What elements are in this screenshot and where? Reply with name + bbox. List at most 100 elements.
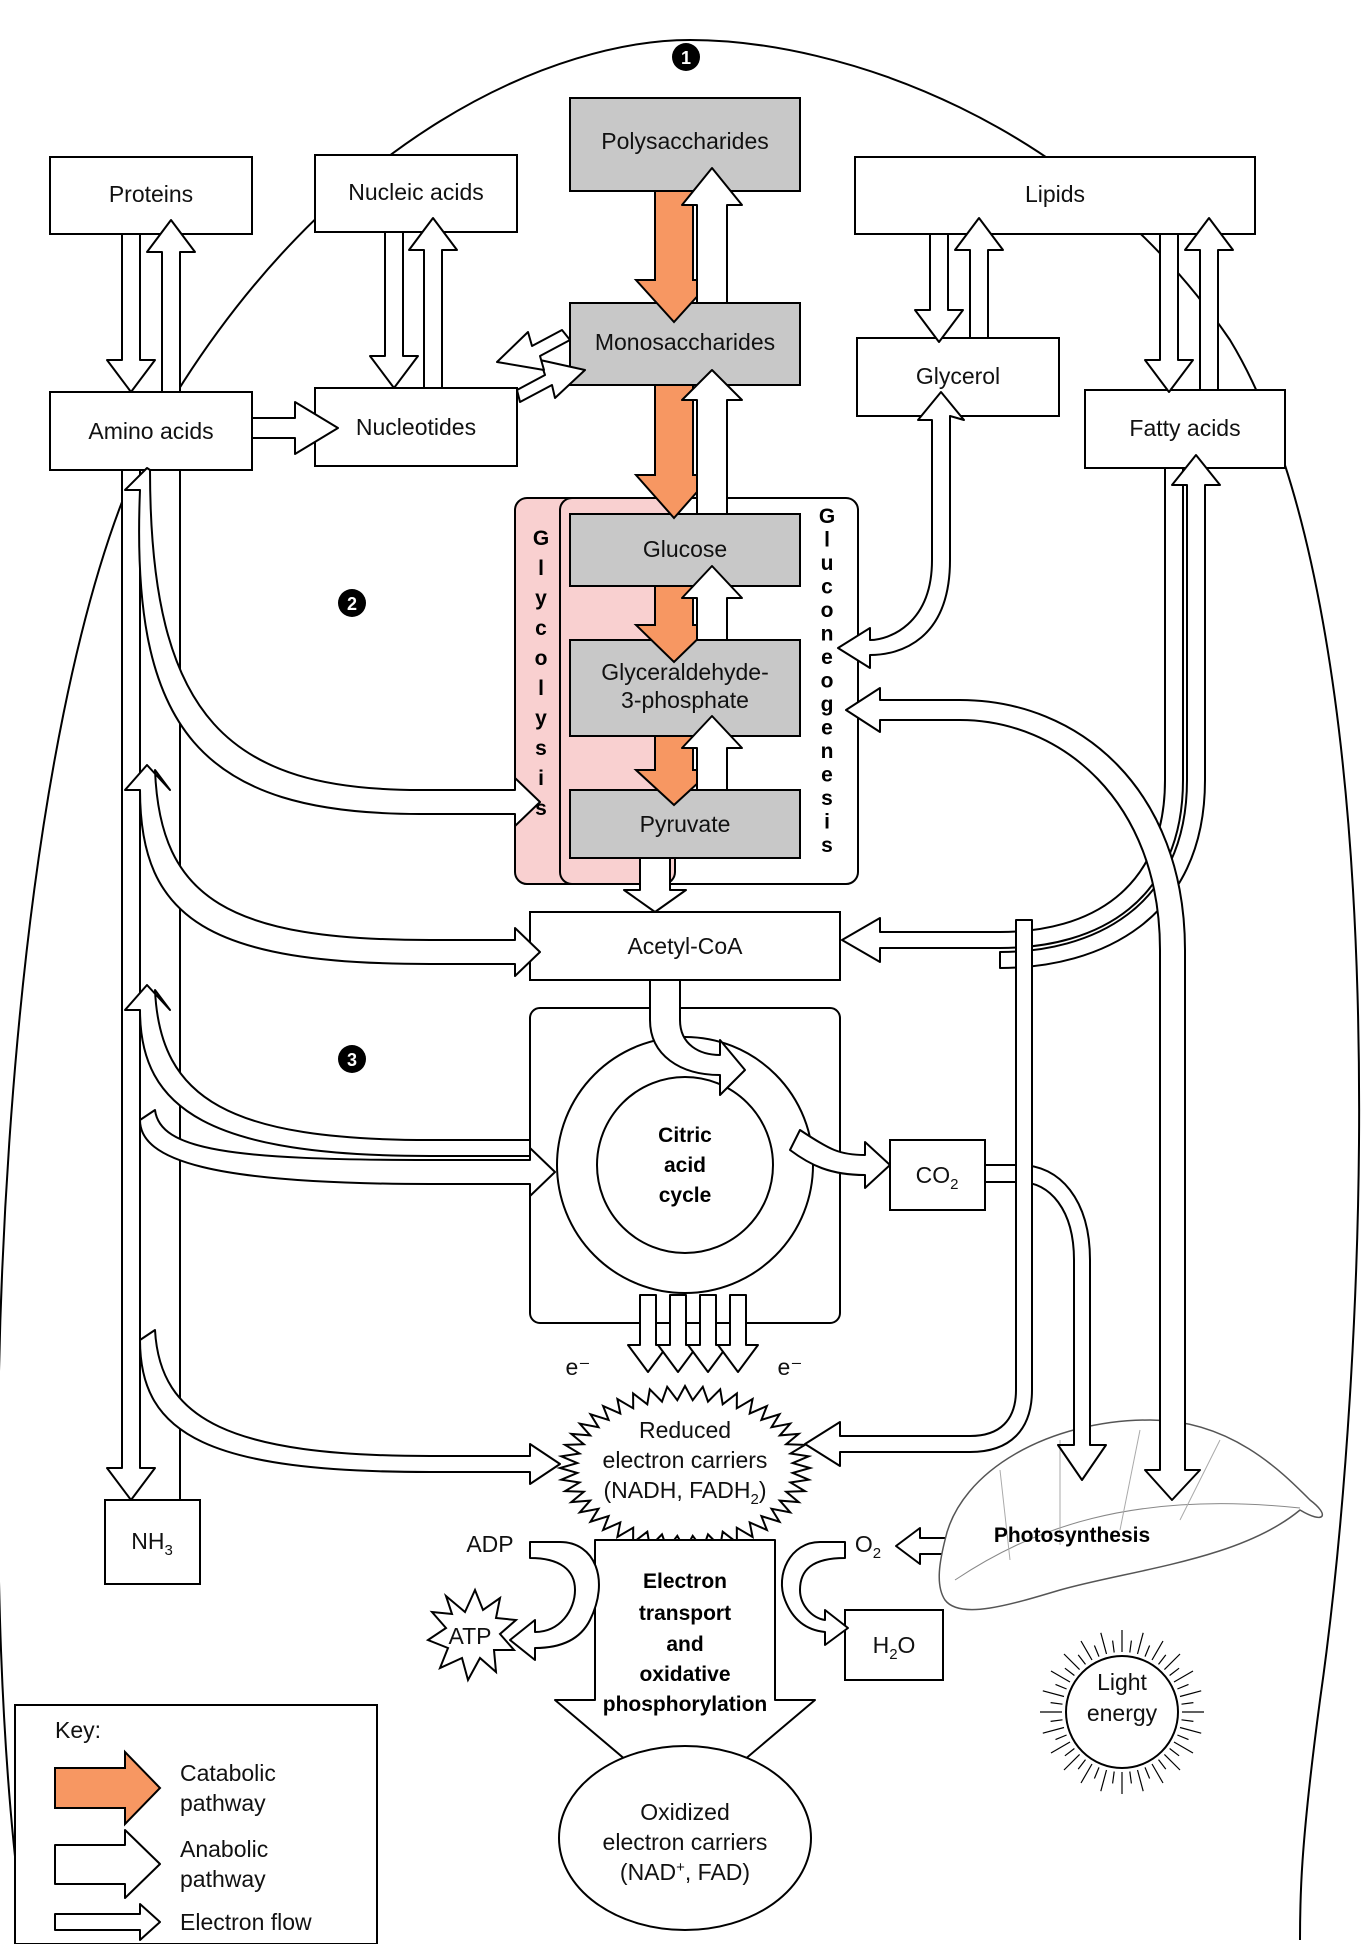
key-title: Key:	[55, 1717, 101, 1743]
node-lipids: Lipids	[1025, 181, 1085, 207]
reduced-line2: electron carriers	[603, 1447, 768, 1473]
vertical-letter: n	[821, 740, 834, 763]
node-monosaccharides: Monosaccharides	[595, 329, 775, 355]
electron-label-left: e⁻	[566, 1354, 591, 1380]
etc-line5: phosphorylation	[603, 1693, 768, 1716]
vertical-letter: G	[819, 505, 835, 528]
sun-ray	[1182, 1703, 1194, 1705]
node-g3p-line1: Glyceraldehyde-	[601, 659, 768, 685]
vertical-letter: o	[535, 647, 548, 670]
node-glucose: Glucose	[643, 536, 727, 562]
key-catabolic-line1: Catabolic	[180, 1760, 276, 1786]
vertical-letter: c	[821, 576, 833, 599]
vertical-letter: u	[821, 552, 834, 575]
sun-ray	[1064, 1654, 1080, 1670]
vertical-letter: l	[538, 557, 544, 580]
sun-ray	[1081, 1764, 1092, 1783]
svg-text:1: 1	[681, 48, 691, 68]
sun-ray	[1101, 1633, 1107, 1654]
sun-ray	[1051, 1720, 1063, 1722]
sun-ray	[1064, 1754, 1080, 1770]
sun-ray	[1180, 1691, 1201, 1697]
sun-ray	[1113, 1641, 1115, 1653]
key-anabolic-line1: Anabolic	[180, 1836, 268, 1862]
node-citric-line2: acid	[664, 1154, 706, 1177]
svg-text:2: 2	[347, 594, 357, 614]
sun-ray	[1180, 1728, 1201, 1734]
sun-ray	[1051, 1742, 1070, 1753]
etc-line3: and	[666, 1633, 703, 1656]
vertical-letter: n	[821, 623, 834, 646]
o2-label: O2	[855, 1531, 881, 1562]
sun-ray	[1094, 1646, 1099, 1657]
etc-line2: transport	[639, 1602, 731, 1625]
light-line2: energy	[1087, 1700, 1158, 1726]
sun-ray	[1159, 1760, 1166, 1770]
sun-ray	[1113, 1772, 1115, 1784]
oxidized-line2: electron carriers	[603, 1829, 768, 1855]
sun-ray	[1159, 1655, 1166, 1665]
photosynthesis-label: Photosynthesis	[994, 1524, 1150, 1547]
node-amino-acids: Amino acids	[88, 418, 213, 444]
atp-label: ATP	[448, 1623, 491, 1649]
vertical-letter: y	[535, 587, 547, 610]
etc-line4: oxidative	[639, 1663, 730, 1686]
node-polysaccharides: Polysaccharides	[601, 128, 768, 154]
vertical-letter: e	[821, 646, 833, 669]
electron-label-right: e⁻	[778, 1354, 803, 1380]
vertical-letter: o	[821, 670, 834, 693]
vertical-letter: i	[824, 811, 830, 834]
sun-ray	[1056, 1684, 1067, 1689]
key-anabolic-line2: pathway	[180, 1866, 266, 1892]
sun-ray	[1164, 1754, 1180, 1770]
vertical-letter: s	[535, 737, 547, 760]
sun-ray	[1152, 1764, 1163, 1783]
sun-ray	[1130, 1641, 1132, 1653]
sun-ray	[1078, 1655, 1085, 1665]
vertical-letter: i	[538, 767, 544, 790]
etc-line1: Electron	[643, 1570, 727, 1593]
sun-ray	[1138, 1770, 1144, 1791]
vertical-letter: G	[533, 527, 549, 550]
node-citric-line1: Citric	[658, 1124, 712, 1147]
light-line1: Light	[1097, 1669, 1147, 1695]
sun-ray	[1170, 1749, 1180, 1756]
node-nucleic-acids: Nucleic acids	[348, 179, 484, 205]
key-catabolic-line2: pathway	[180, 1790, 266, 1816]
vertical-letter: c	[535, 617, 547, 640]
key-electron-flow: Electron flow	[180, 1909, 312, 1935]
sun-ray	[1182, 1720, 1194, 1722]
vertical-letter: l	[538, 677, 544, 700]
sun-ray	[1177, 1684, 1188, 1689]
step-marker-2: 2	[338, 589, 366, 617]
sun-ray	[1130, 1772, 1132, 1784]
vertical-letter: g	[821, 693, 834, 716]
sun-ray	[1043, 1691, 1064, 1697]
node-nucleotides: Nucleotides	[356, 414, 476, 440]
oxidized-line1: Oxidized	[640, 1799, 729, 1825]
sun-ray	[1177, 1735, 1188, 1740]
sun-ray	[1065, 1668, 1075, 1675]
gluconeogenesis-label: Gluconeogenesis	[819, 505, 835, 857]
reduced-line1: Reduced	[639, 1417, 731, 1443]
node-glycerol: Glycerol	[916, 363, 1000, 389]
sun-ray	[1094, 1767, 1099, 1778]
sun-ray	[1056, 1735, 1067, 1740]
step-marker-1: 1	[672, 43, 700, 71]
oxidized-line3: (NAD+, FAD)	[620, 1859, 750, 1885]
sun-ray	[1145, 1646, 1150, 1657]
node-citric-line3: cycle	[659, 1184, 712, 1207]
vertical-letter: y	[535, 707, 547, 730]
node-pyruvate: Pyruvate	[640, 811, 731, 837]
sun-ray	[1152, 1641, 1163, 1660]
vertical-letter: e	[821, 764, 833, 787]
sun-ray	[1051, 1671, 1070, 1682]
adp-label: ADP	[466, 1531, 513, 1557]
sun-ray	[1043, 1728, 1064, 1734]
sun-ray	[1081, 1641, 1092, 1660]
vertical-letter: s	[821, 834, 833, 857]
vertical-letter: s	[821, 787, 833, 810]
sun-ray	[1065, 1749, 1075, 1756]
sun-ray	[1174, 1671, 1193, 1682]
